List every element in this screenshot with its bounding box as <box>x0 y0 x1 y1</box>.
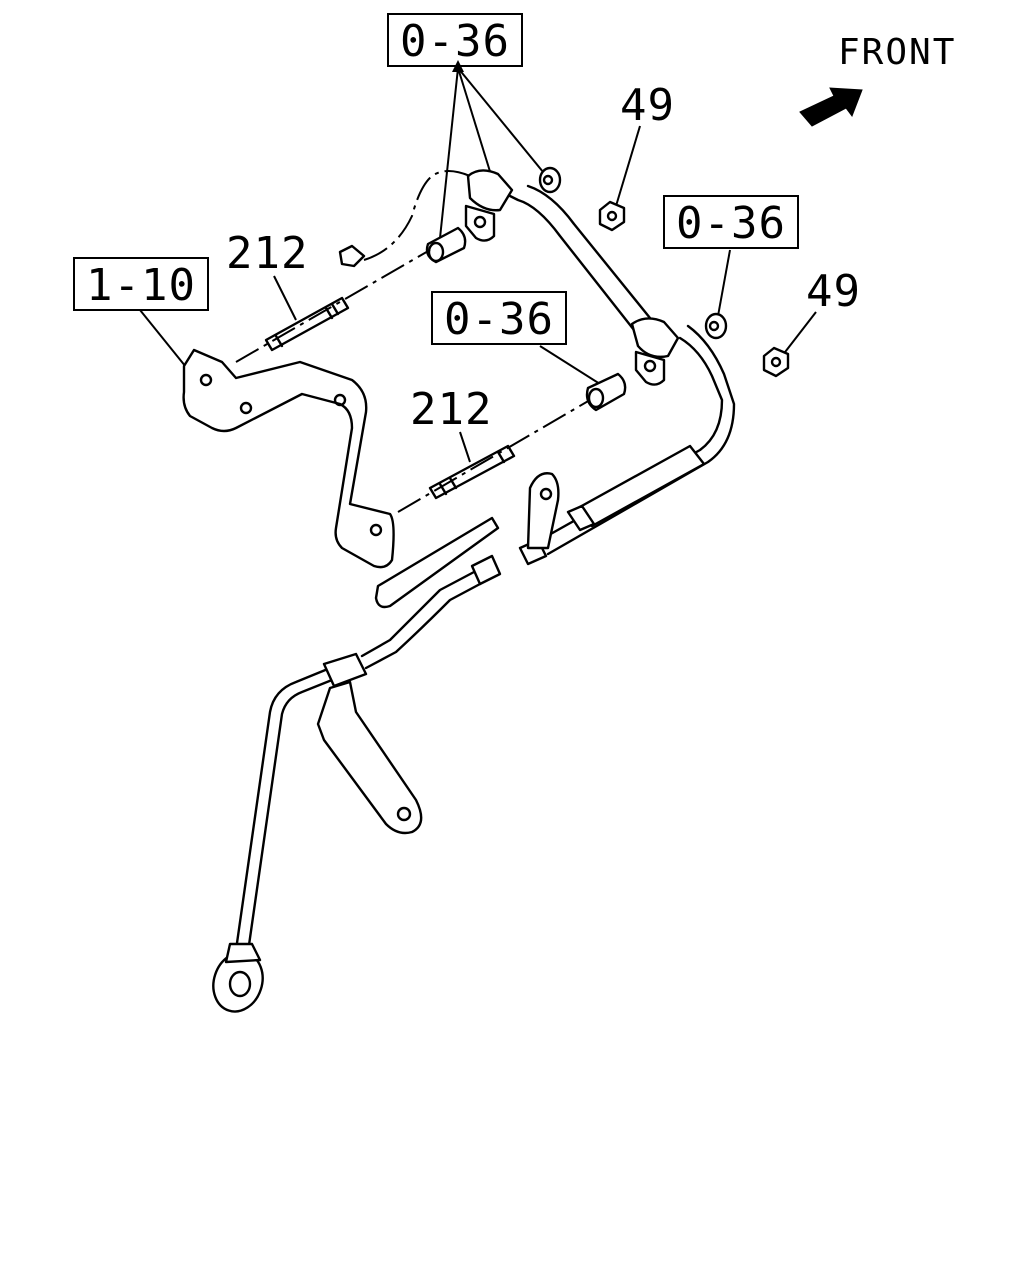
leader-212-upper <box>273 275 297 321</box>
callout-label: 212 <box>410 384 492 435</box>
leader-1-10 <box>139 309 191 373</box>
callout-label: 0-36 <box>444 294 554 345</box>
callout-label: 0-36 <box>400 16 510 67</box>
nut-upper-small <box>538 166 562 194</box>
bar-bushing-lower <box>322 538 548 688</box>
nut-49-upper <box>598 200 626 232</box>
stabilizer-link <box>316 680 423 835</box>
stud-bolt-upper <box>264 296 350 352</box>
callout-box <box>73 257 209 311</box>
callout-49-lower[interactable]: 49 <box>806 266 861 317</box>
callout-1-10[interactable]: 1-10 <box>73 257 209 311</box>
front-indicator: FRONT <box>799 32 956 127</box>
callout-0-36-right[interactable]: 0-36 <box>663 195 799 249</box>
frame-bracket <box>182 348 395 569</box>
bolt-head <box>338 244 366 268</box>
callout-box <box>431 291 567 345</box>
callout-0-36-top[interactable]: 0-36 <box>387 13 523 67</box>
callout-label: 49 <box>806 266 861 317</box>
callout-label: 0-36 <box>676 198 786 249</box>
sleeve-upper <box>425 226 467 264</box>
callout-box <box>387 13 523 67</box>
bar-bushing-upper <box>464 169 514 242</box>
callout-212-upper[interactable]: 212 <box>226 228 308 279</box>
callout-box <box>663 195 799 249</box>
assembly-centerlines <box>235 170 591 513</box>
leader-49-lower <box>781 311 817 357</box>
leader-49-upper <box>615 125 641 207</box>
callout-label: 212 <box>226 228 308 279</box>
sleeve-mid <box>585 372 627 412</box>
leader-212-lower <box>459 431 471 463</box>
leader-0-36-mid <box>539 345 601 385</box>
front-label: FRONT <box>838 32 956 73</box>
leader-0-36-top <box>439 60 549 239</box>
stabilizer-bar <box>212 184 736 1013</box>
callout-49-upper[interactable]: 49 <box>620 80 675 131</box>
callout-212-lower[interactable]: 212 <box>410 384 492 435</box>
front-arrow-icon <box>799 87 863 127</box>
nut-49-lower <box>762 346 790 378</box>
bar-mounting-plate <box>374 472 560 609</box>
leader-0-36-right <box>717 249 731 317</box>
bar-bushing-right <box>630 317 680 386</box>
stud-bolt-lower <box>428 444 516 500</box>
callout-0-36-mid[interactable]: 0-36 <box>431 291 567 345</box>
callout-label: 49 <box>620 80 675 131</box>
callout-label: 1-10 <box>86 260 196 311</box>
nut-right-small <box>704 312 728 340</box>
